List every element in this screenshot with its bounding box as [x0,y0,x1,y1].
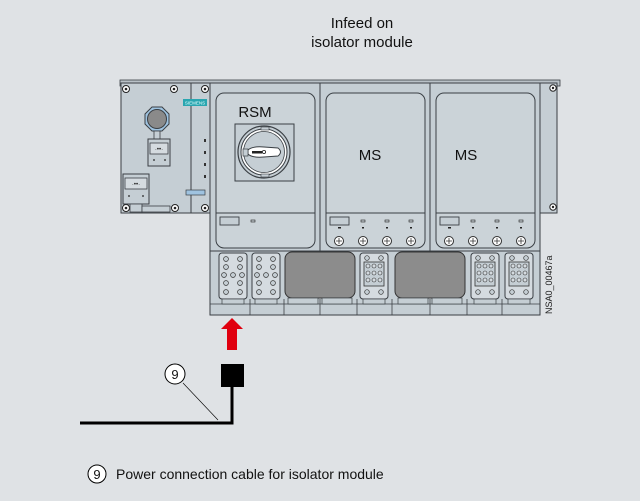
insertion-arrow-icon [221,318,243,350]
rsm-module: RSM [209,82,321,252]
screw-icon [549,203,557,211]
cable-plug [221,364,244,387]
bottom-connector-row [209,250,541,316]
led-indicator [250,219,256,223]
led-indicator [204,151,206,154]
legend-number: 9 [93,467,100,482]
blank-cover [284,251,356,299]
terminal-screw-icon [516,236,526,246]
led-indicator [204,175,206,178]
led-row [360,219,414,229]
blank-cover [394,251,466,299]
title-line-1: Infeed on [331,15,394,32]
label-plate [185,189,206,196]
callout-number: 9 [171,367,178,382]
screw-icon [549,84,557,92]
led-indicator [204,163,206,166]
led-row [470,219,524,229]
drawing-id: NSA0_00467a [544,255,554,314]
power-cable [80,387,234,425]
brand-badge [183,99,207,106]
brand-text: SIEMENS [185,101,205,106]
label-plate [219,216,240,226]
ms-label: MS [359,147,382,164]
screw-icon [170,85,178,93]
left-module: SIEMENS ·••· ·••· [120,82,211,214]
end-plate [539,82,558,214]
svg-text:·••·: ·••· [132,182,140,188]
svg-text:·••·: ·••· [155,147,163,153]
callout-leader-line [182,382,219,421]
led-indicator [204,139,206,142]
screw-icon [201,85,209,93]
terminal-screw-icon [492,236,502,246]
terminal-screw-icon [406,236,416,246]
rsm-label: RSM [238,104,271,121]
terminal-screw-icon [358,236,368,246]
terminal-screw-icon [468,236,478,246]
terminal-screw-icon [334,236,344,246]
screw-icon [122,204,130,212]
ms-label: MS [455,147,478,164]
legend-text: Power connection cable for isolator modu… [116,466,384,482]
screw-icon [122,85,130,93]
callout-circle [164,363,186,385]
terminal-screw-icon [382,236,392,246]
title-line-2: isolator module [311,34,413,51]
ms-module-1: MS [319,82,431,252]
screw-icon [201,204,209,212]
legend-number-circle [87,464,107,484]
terminal-screw-icon [444,236,454,246]
screw-icon [171,204,179,212]
round-connector-icon [147,109,167,129]
ms-module-2: MS [429,82,541,252]
